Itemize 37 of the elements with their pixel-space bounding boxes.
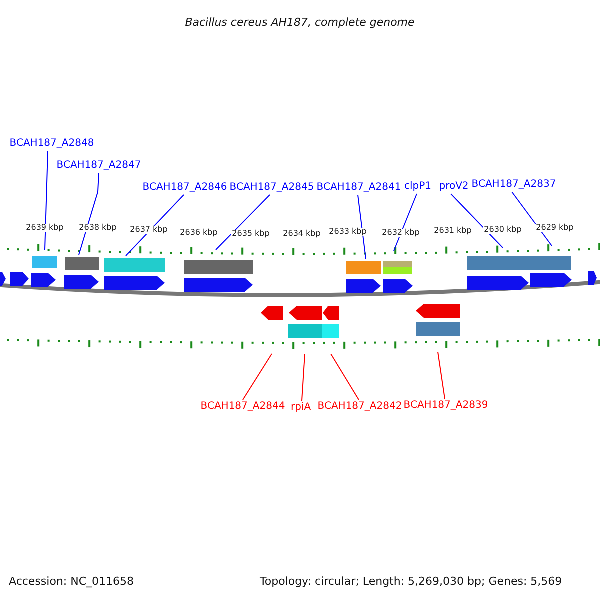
scale-label: 2631 kbp <box>433 227 473 235</box>
gene-label: BCAH187_A2848 <box>10 137 94 151</box>
leader-line <box>242 354 272 400</box>
scale-label: 2634 kbp <box>282 230 322 238</box>
scale-label: 2638 kbp <box>78 224 118 232</box>
leader-line <box>394 194 418 252</box>
leader-line <box>450 194 504 248</box>
gene-label: BCAH187_A2847 <box>56 159 142 173</box>
gene-label: rpiA <box>290 401 312 415</box>
gene-label: BCAH187_A2844 <box>200 400 286 414</box>
footer-text: Topology: circular; Length: 5,269,030 bp; Genes: 5,569 <box>260 574 562 590</box>
gene-label: BCAH187_A2845 <box>230 181 314 195</box>
leader-line <box>302 354 306 402</box>
scale-label: 2637 kbp <box>129 226 169 234</box>
leader-line <box>126 194 184 256</box>
gene-label: BCAH187_A2842 <box>318 400 402 414</box>
gene-label: proV2 <box>439 180 469 194</box>
leader-line <box>216 194 270 250</box>
scale-label: 2632 kbp <box>381 229 421 237</box>
scale-label: 2636 kbp <box>179 229 219 237</box>
scale-label: 2635 kbp <box>231 230 271 238</box>
leader-line <box>438 352 446 400</box>
footer-text: Accession: NC_011658 <box>9 574 134 590</box>
scale-label: 2639 kbp <box>25 224 65 232</box>
gene-label: BCAH187_A2841 <box>316 181 402 195</box>
gene-label: BCAH187_A2839 <box>404 399 488 413</box>
scale-label: 2629 kbp <box>535 224 575 232</box>
gene-label: BCAH187_A2846 <box>142 181 228 195</box>
leader-line <box>44 150 48 250</box>
gene-label: BCAH187_A2837 <box>472 178 556 192</box>
diagram-title: Bacillus cereus AH187, complete genome <box>185 16 415 29</box>
leader-line <box>358 194 366 260</box>
leader-line <box>78 172 100 256</box>
scale-label: 2633 kbp <box>328 228 368 236</box>
scale-label: 2630 kbp <box>483 226 523 234</box>
gene-label: clpP1 <box>404 180 432 194</box>
leader-line <box>330 354 360 400</box>
